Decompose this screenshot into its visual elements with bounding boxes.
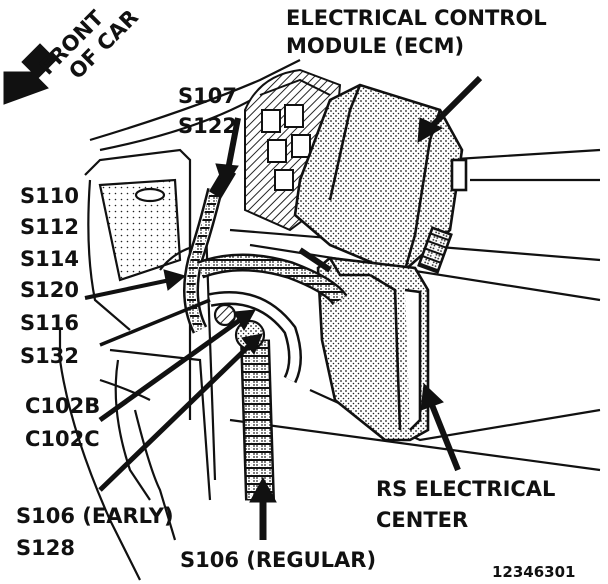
leader-lines [3,43,483,540]
connector-c102c-label: C102C [25,427,100,451]
splice-s112-label: S112 [20,215,79,239]
splice-s107-label: S107 [178,84,237,108]
ecm-label-line-1: ELECTRICAL CONTROL [286,6,547,30]
rs-center-label-line-2: CENTER [376,508,468,532]
splice-s110-label: S110 [20,184,79,208]
splice-s120-label: S120 [20,278,79,302]
figure-id-label: 12346301 [492,563,576,581]
rs-electrical-center [316,256,430,442]
splice-s114-label: S114 [20,247,79,271]
splice-s106-early-label: S106 (EARLY) [16,504,174,528]
splice-s132-label: S132 [20,344,79,368]
connector-c102b-label: C102B [25,394,100,418]
splice-s122-label: S122 [178,114,237,138]
front-arrow [3,43,57,105]
rs-center-label-line-1: RS ELECTRICAL [376,477,555,501]
splice-s116-label: S116 [20,311,79,335]
front-of-car-label: FRONT OF CAR [35,5,143,84]
ecm-label-line-2: MODULE (ECM) [286,34,464,58]
wire-harness [183,166,348,501]
splice-s128-label: S128 [16,536,75,560]
splice-s106-regular-label: S106 (REGULAR) [180,548,376,572]
